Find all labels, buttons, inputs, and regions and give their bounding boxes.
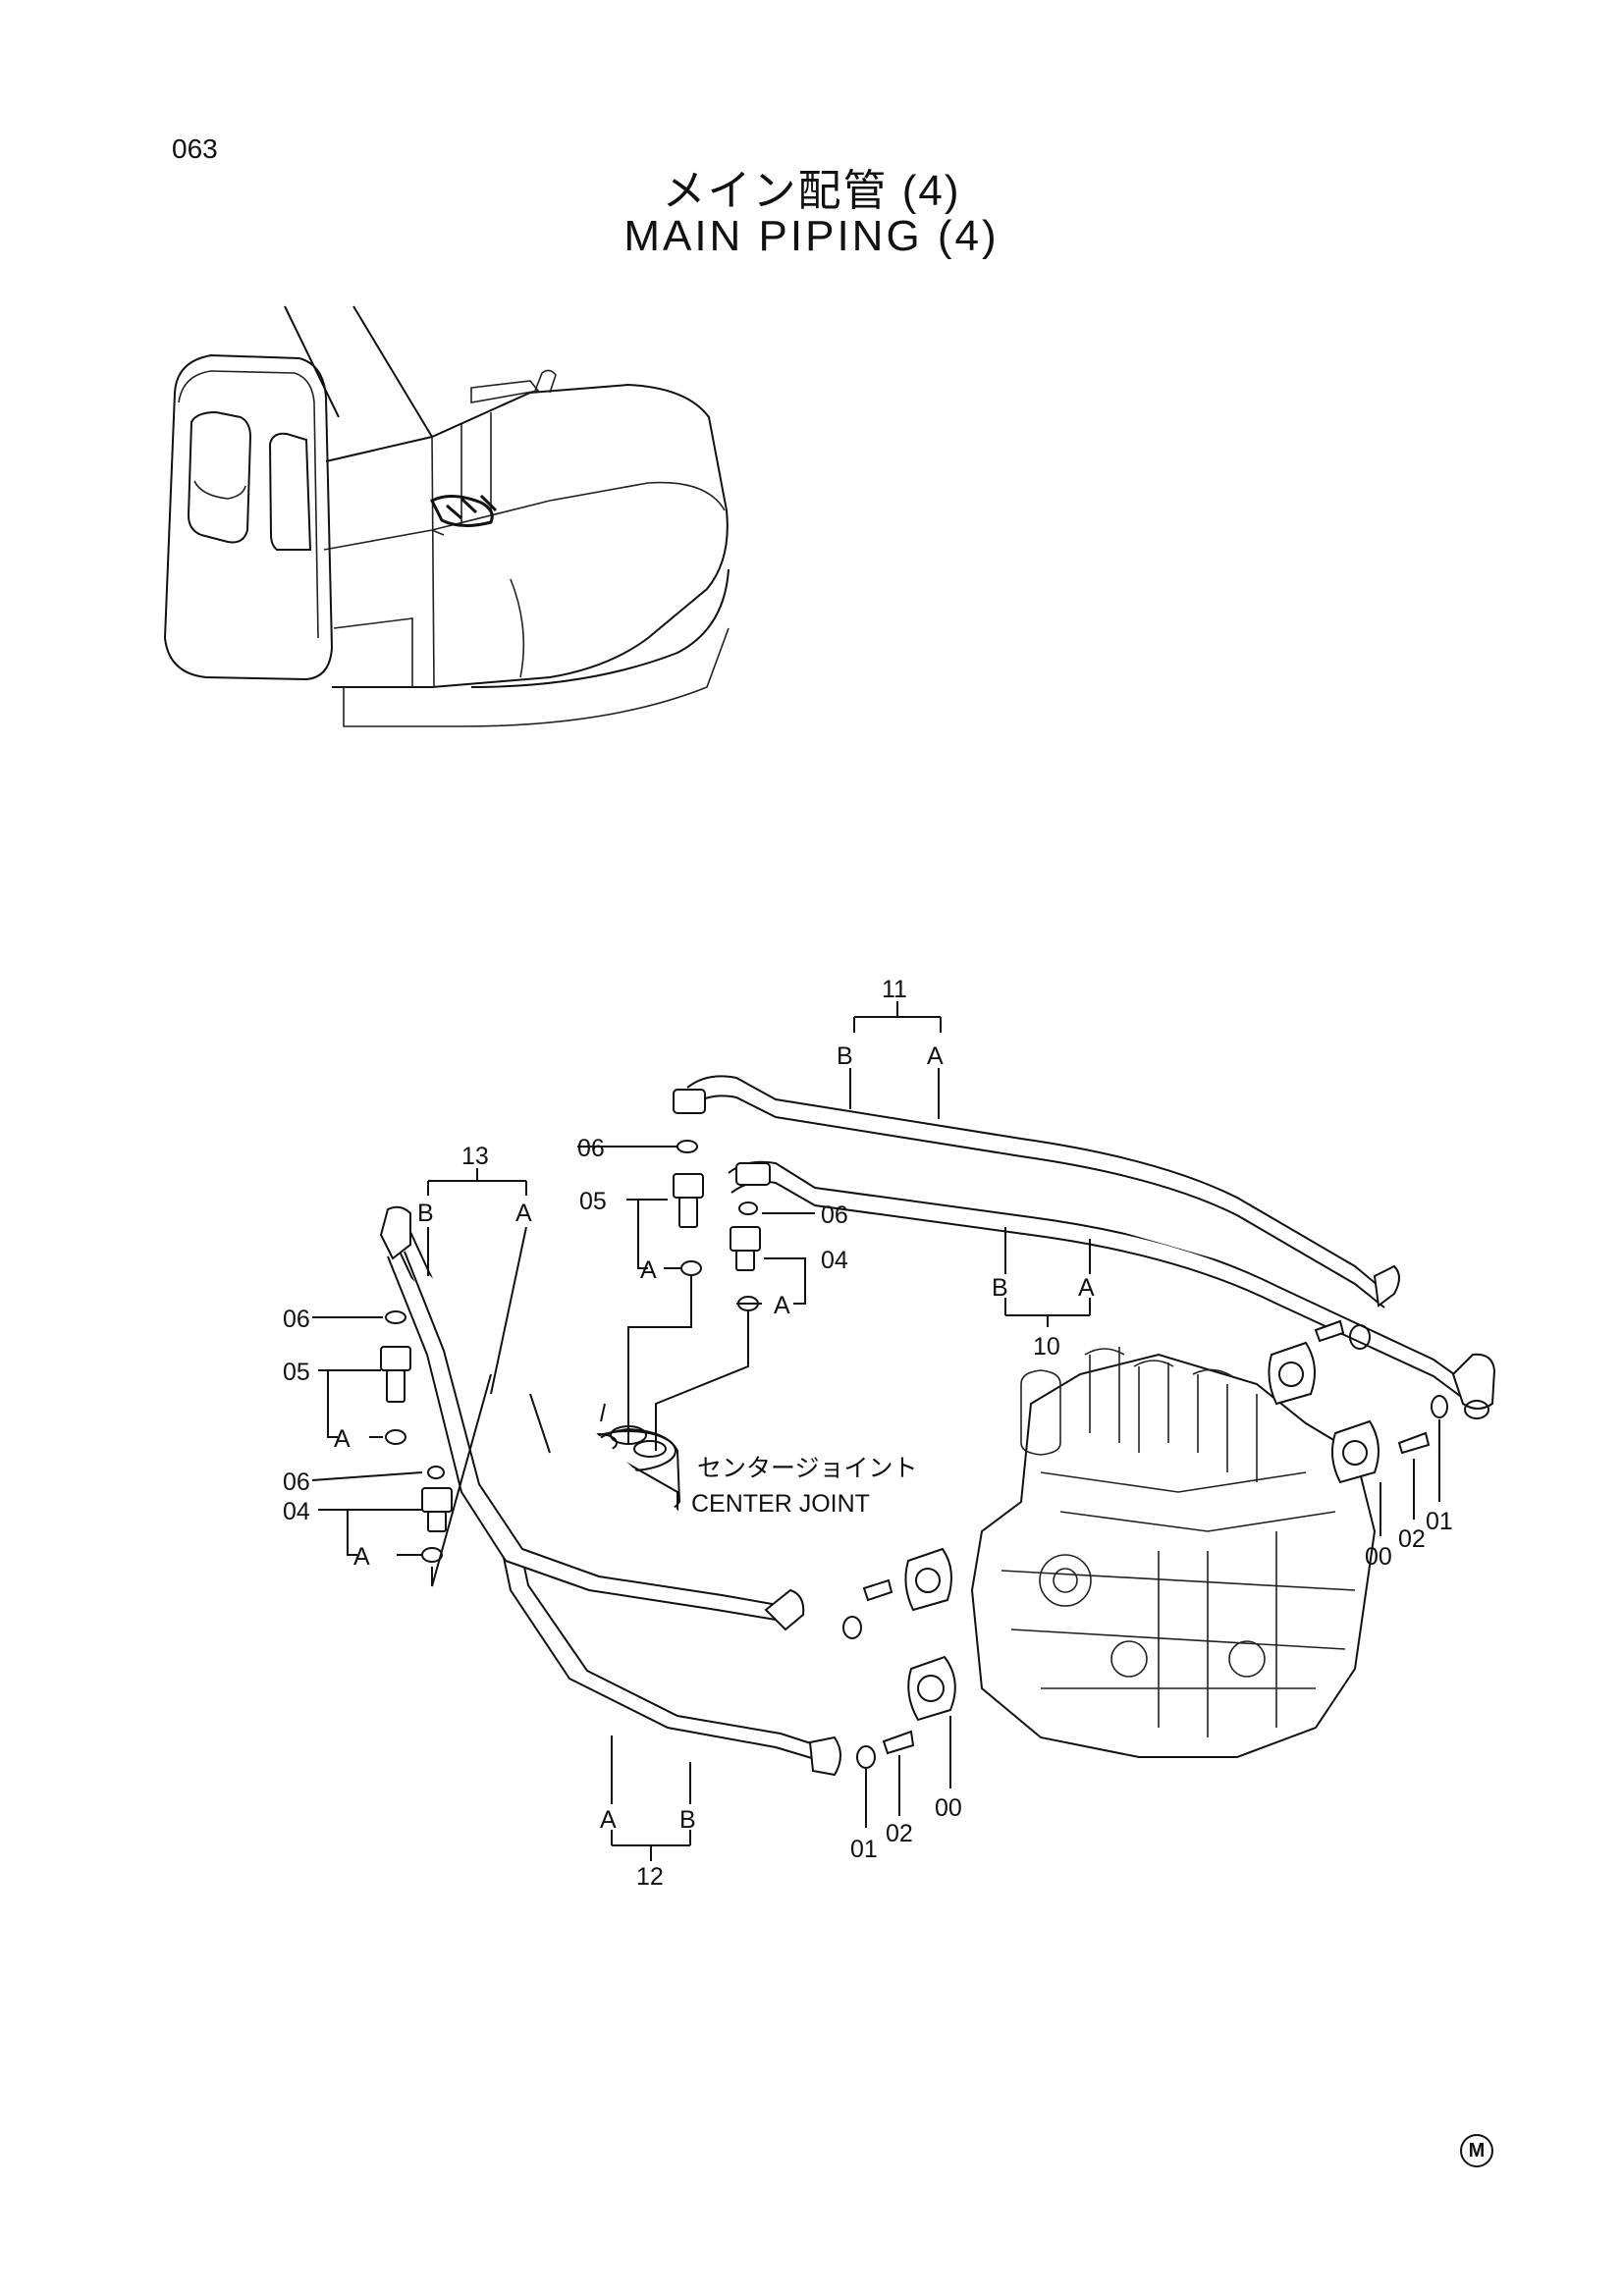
hose-10-end-b: B	[992, 1274, 1008, 1302]
hose-11-end-a: A	[927, 1042, 944, 1070]
hose-13-end-a: A	[515, 1200, 532, 1227]
callout-13: 13	[461, 1143, 489, 1170]
callout-04-left: 04	[283, 1498, 310, 1525]
center-joint-label-jp: センタージョイント	[697, 1454, 918, 1482]
callout-10: 10	[1033, 1333, 1060, 1361]
hose-11-end-b: B	[837, 1042, 853, 1070]
callout-11: 11	[882, 976, 907, 1003]
callout-00-right: 00	[1365, 1543, 1392, 1571]
callout-06-left-bottom: 06	[283, 1468, 310, 1496]
callout-06-middle-right: 06	[821, 1201, 848, 1229]
callout-06-middle-top: 06	[577, 1135, 605, 1162]
callout-labels: 11 B A B A 10 13 B A A B 12 06 05 A 06 0…	[283, 976, 1453, 1891]
hose-11-drawing	[673, 1075, 1400, 1308]
callout-12: 12	[636, 1863, 664, 1891]
callout-02-right: 02	[1398, 1525, 1426, 1553]
control-valve-drawing	[970, 1347, 1377, 1758]
excavator-overview-sketch	[163, 305, 730, 727]
callout-06-left-top: 06	[283, 1306, 310, 1333]
page-number: 063	[172, 133, 218, 164]
fitting-end-a-left-2: A	[353, 1543, 370, 1571]
hose-12-end-a: A	[600, 1806, 617, 1834]
hose-12-end-b: B	[679, 1806, 696, 1834]
callout-02-lower: 02	[886, 1820, 913, 1847]
hose-10-end-a: A	[1078, 1274, 1095, 1302]
hose-13-end-b: B	[417, 1200, 434, 1227]
callout-04-middle: 04	[821, 1247, 848, 1274]
fitting-end-a-middle-1: A	[640, 1256, 657, 1284]
callout-00-lower: 00	[935, 1794, 962, 1822]
hose-13-drawing	[379, 1205, 805, 1631]
callout-01-lower: 01	[850, 1836, 878, 1863]
callout-05-middle: 05	[579, 1188, 607, 1215]
callout-01-right: 01	[1426, 1508, 1453, 1535]
leader-lines	[311, 1001, 1440, 1861]
m-mark-symbol: M	[1460, 2134, 1493, 2167]
fittings-drawing	[380, 1140, 1448, 1769]
center-joint-label-en: CENTER JOINT	[691, 1490, 870, 1518]
fitting-end-a-middle-2: A	[774, 1292, 790, 1319]
callout-05-left: 05	[283, 1359, 310, 1386]
page-title-english: MAIN PIPING (4)	[623, 212, 1000, 260]
fitting-end-a-left-1: A	[334, 1425, 351, 1453]
page-title-japanese: メイン配管 (4)	[662, 167, 961, 215]
